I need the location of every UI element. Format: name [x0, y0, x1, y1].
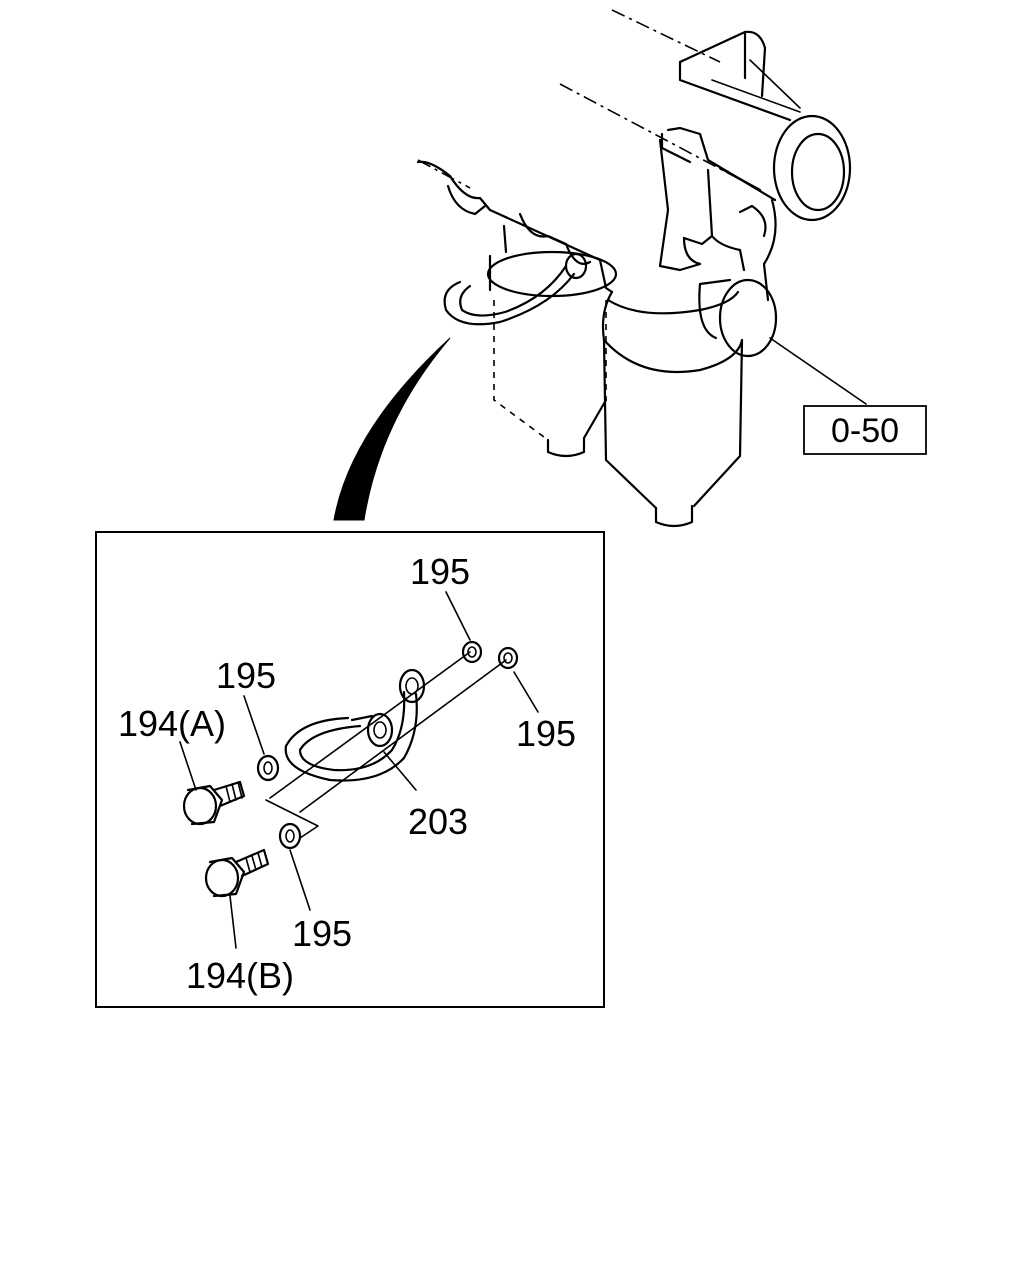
bolt-a[interactable] — [182, 780, 246, 826]
callout-washer-bottom: 195 — [292, 913, 352, 954]
detail-inset-frame — [95, 531, 605, 1008]
reference-box[interactable]: 0-50 — [803, 405, 927, 455]
callout-pipe: 203 — [408, 801, 468, 842]
washer-bottom[interactable] — [278, 822, 302, 850]
callout-bolt-b: 194(B) — [186, 955, 294, 996]
callout-washer-left: 195 — [216, 655, 276, 696]
filter-assembly-drawing — [416, 9, 867, 528]
exploded-detail-drawing — [179, 591, 539, 949]
washer-right[interactable] — [497, 646, 519, 670]
callout-washer-right: 195 — [516, 713, 576, 754]
reference-label: 0-50 — [831, 412, 899, 450]
bolt-b[interactable] — [204, 848, 270, 898]
detail-pointer-arrow — [333, 337, 451, 521]
washer-left[interactable] — [256, 754, 280, 782]
callout-washer-top: 195 — [410, 551, 470, 592]
washer-top[interactable] — [461, 640, 483, 664]
pipe-203[interactable] — [284, 668, 426, 782]
callout-bolt-a: 194(A) — [118, 703, 226, 744]
